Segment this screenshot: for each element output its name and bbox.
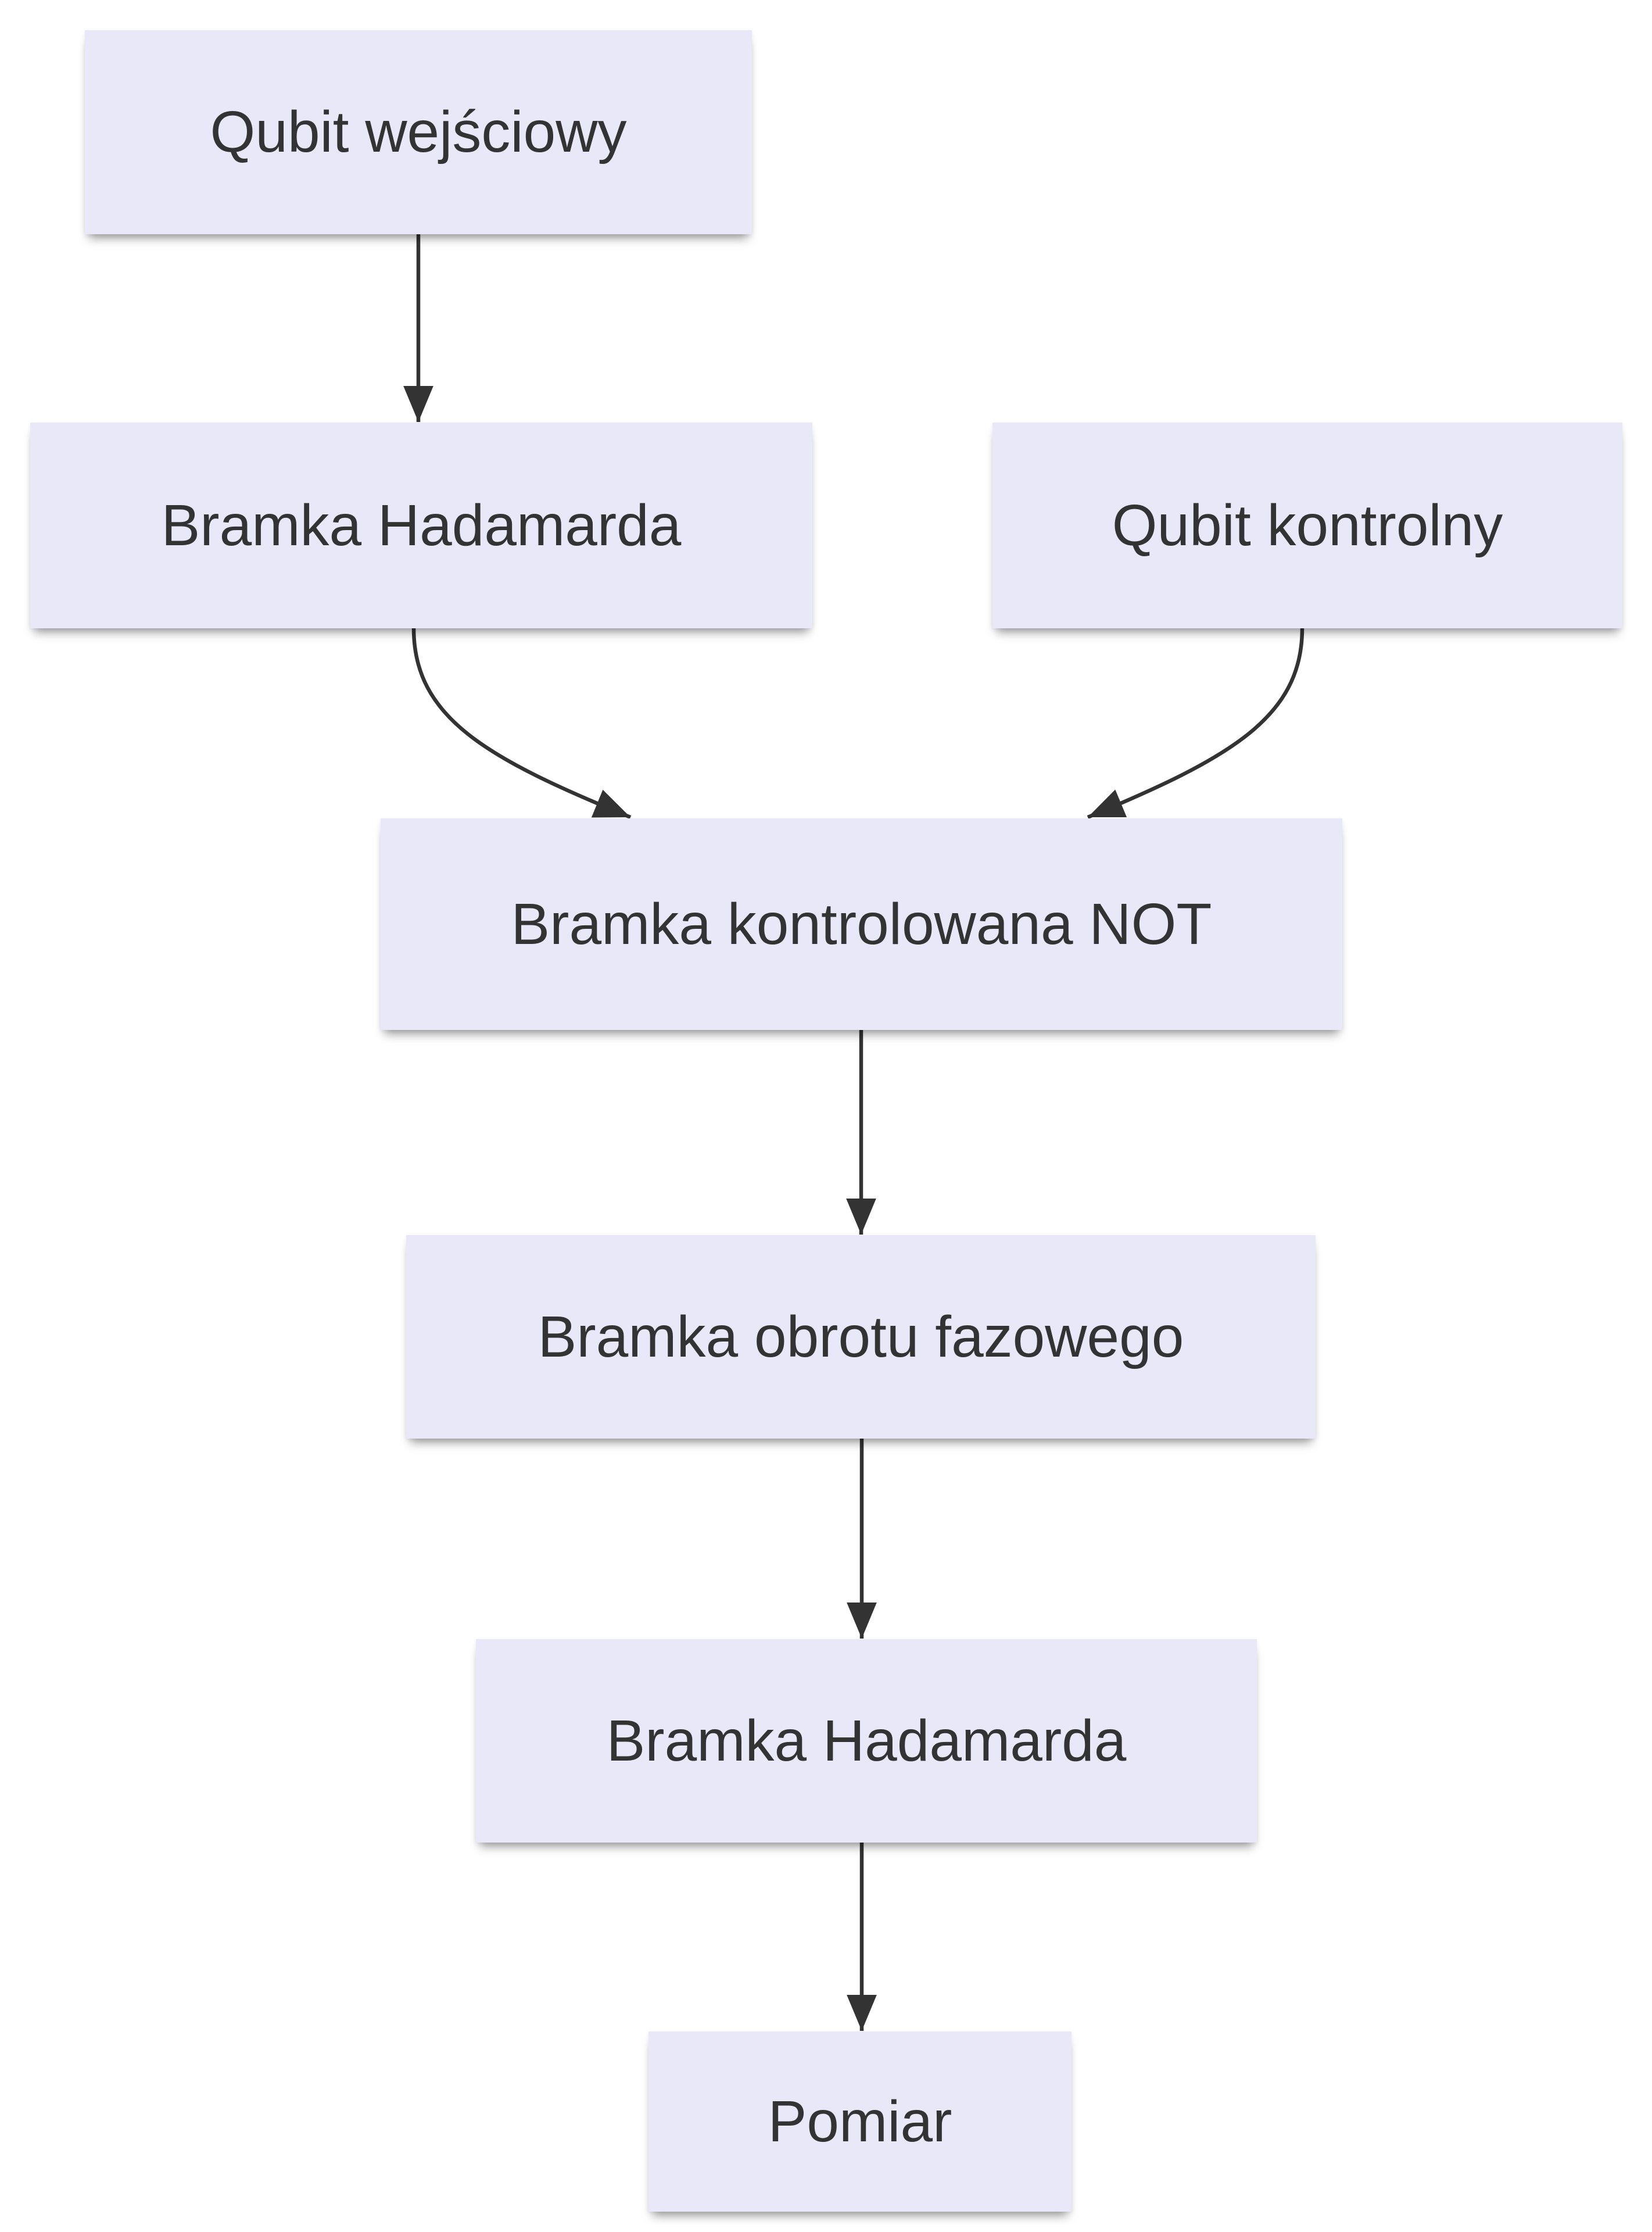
- node-label: Pomiar: [768, 2088, 952, 2154]
- node-label: Qubit kontrolny: [1112, 492, 1503, 558]
- node-bramka-kontrolowana-not: Bramka kontrolowana NOT: [381, 818, 1342, 1030]
- node-label: Qubit wejściowy: [210, 99, 627, 164]
- node-label: Bramka Hadamarda: [606, 1708, 1127, 1773]
- node-pomiar: Pomiar: [648, 2031, 1072, 2212]
- node-label: Bramka obrotu fazowego: [537, 1304, 1184, 1369]
- node-bramka-hadamarda-1: Bramka Hadamarda: [30, 423, 812, 628]
- edge-hadamard1-to-cnot: [411, 628, 632, 820]
- node-qubit-wejsciowy: Qubit wejściowy: [85, 30, 752, 234]
- node-bramka-hadamarda-2: Bramka Hadamarda: [476, 1639, 1257, 1843]
- node-label: Bramka kontrolowana NOT: [511, 891, 1212, 957]
- node-bramka-obrotu-fazowego: Bramka obrotu fazowego: [406, 1235, 1316, 1439]
- node-qubit-kontrolny: Qubit kontrolny: [992, 423, 1622, 628]
- node-label: Bramka Hadamarda: [161, 492, 682, 558]
- edge-control-to-cnot: [1087, 628, 1305, 820]
